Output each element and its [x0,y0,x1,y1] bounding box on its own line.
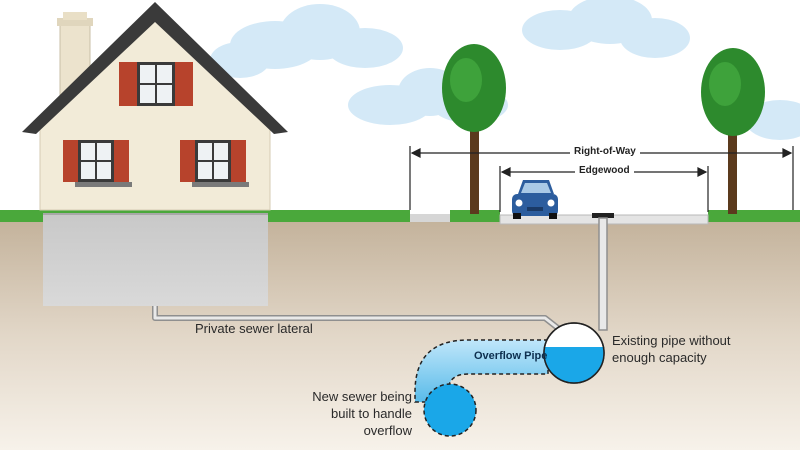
clouds [210,0,800,140]
grass-strip-2 [708,210,800,222]
tree-left [442,44,506,214]
tree-right [701,48,765,214]
roof [22,2,288,134]
existing-pipe-label: Existing pipe without enough capacity [612,333,731,365]
car [512,180,558,219]
basement [43,214,268,306]
inlet-pipe [598,217,608,331]
private-lateral-label: Private sewer lateral [195,321,313,336]
street-name-label: Edgewood [575,165,634,176]
right-of-way-label: Right-of-Way [570,146,640,157]
sidewalk-left [410,214,450,222]
new-sewer-pipe [423,383,477,437]
overflow-pipe-label: Overflow Pipe [474,350,548,362]
existing-pipe [543,322,605,384]
road-inlet [592,213,614,218]
grass-strip-1 [450,210,500,222]
new-sewer-label: New sewer being built to handle overflow [312,389,412,438]
house [22,2,288,306]
